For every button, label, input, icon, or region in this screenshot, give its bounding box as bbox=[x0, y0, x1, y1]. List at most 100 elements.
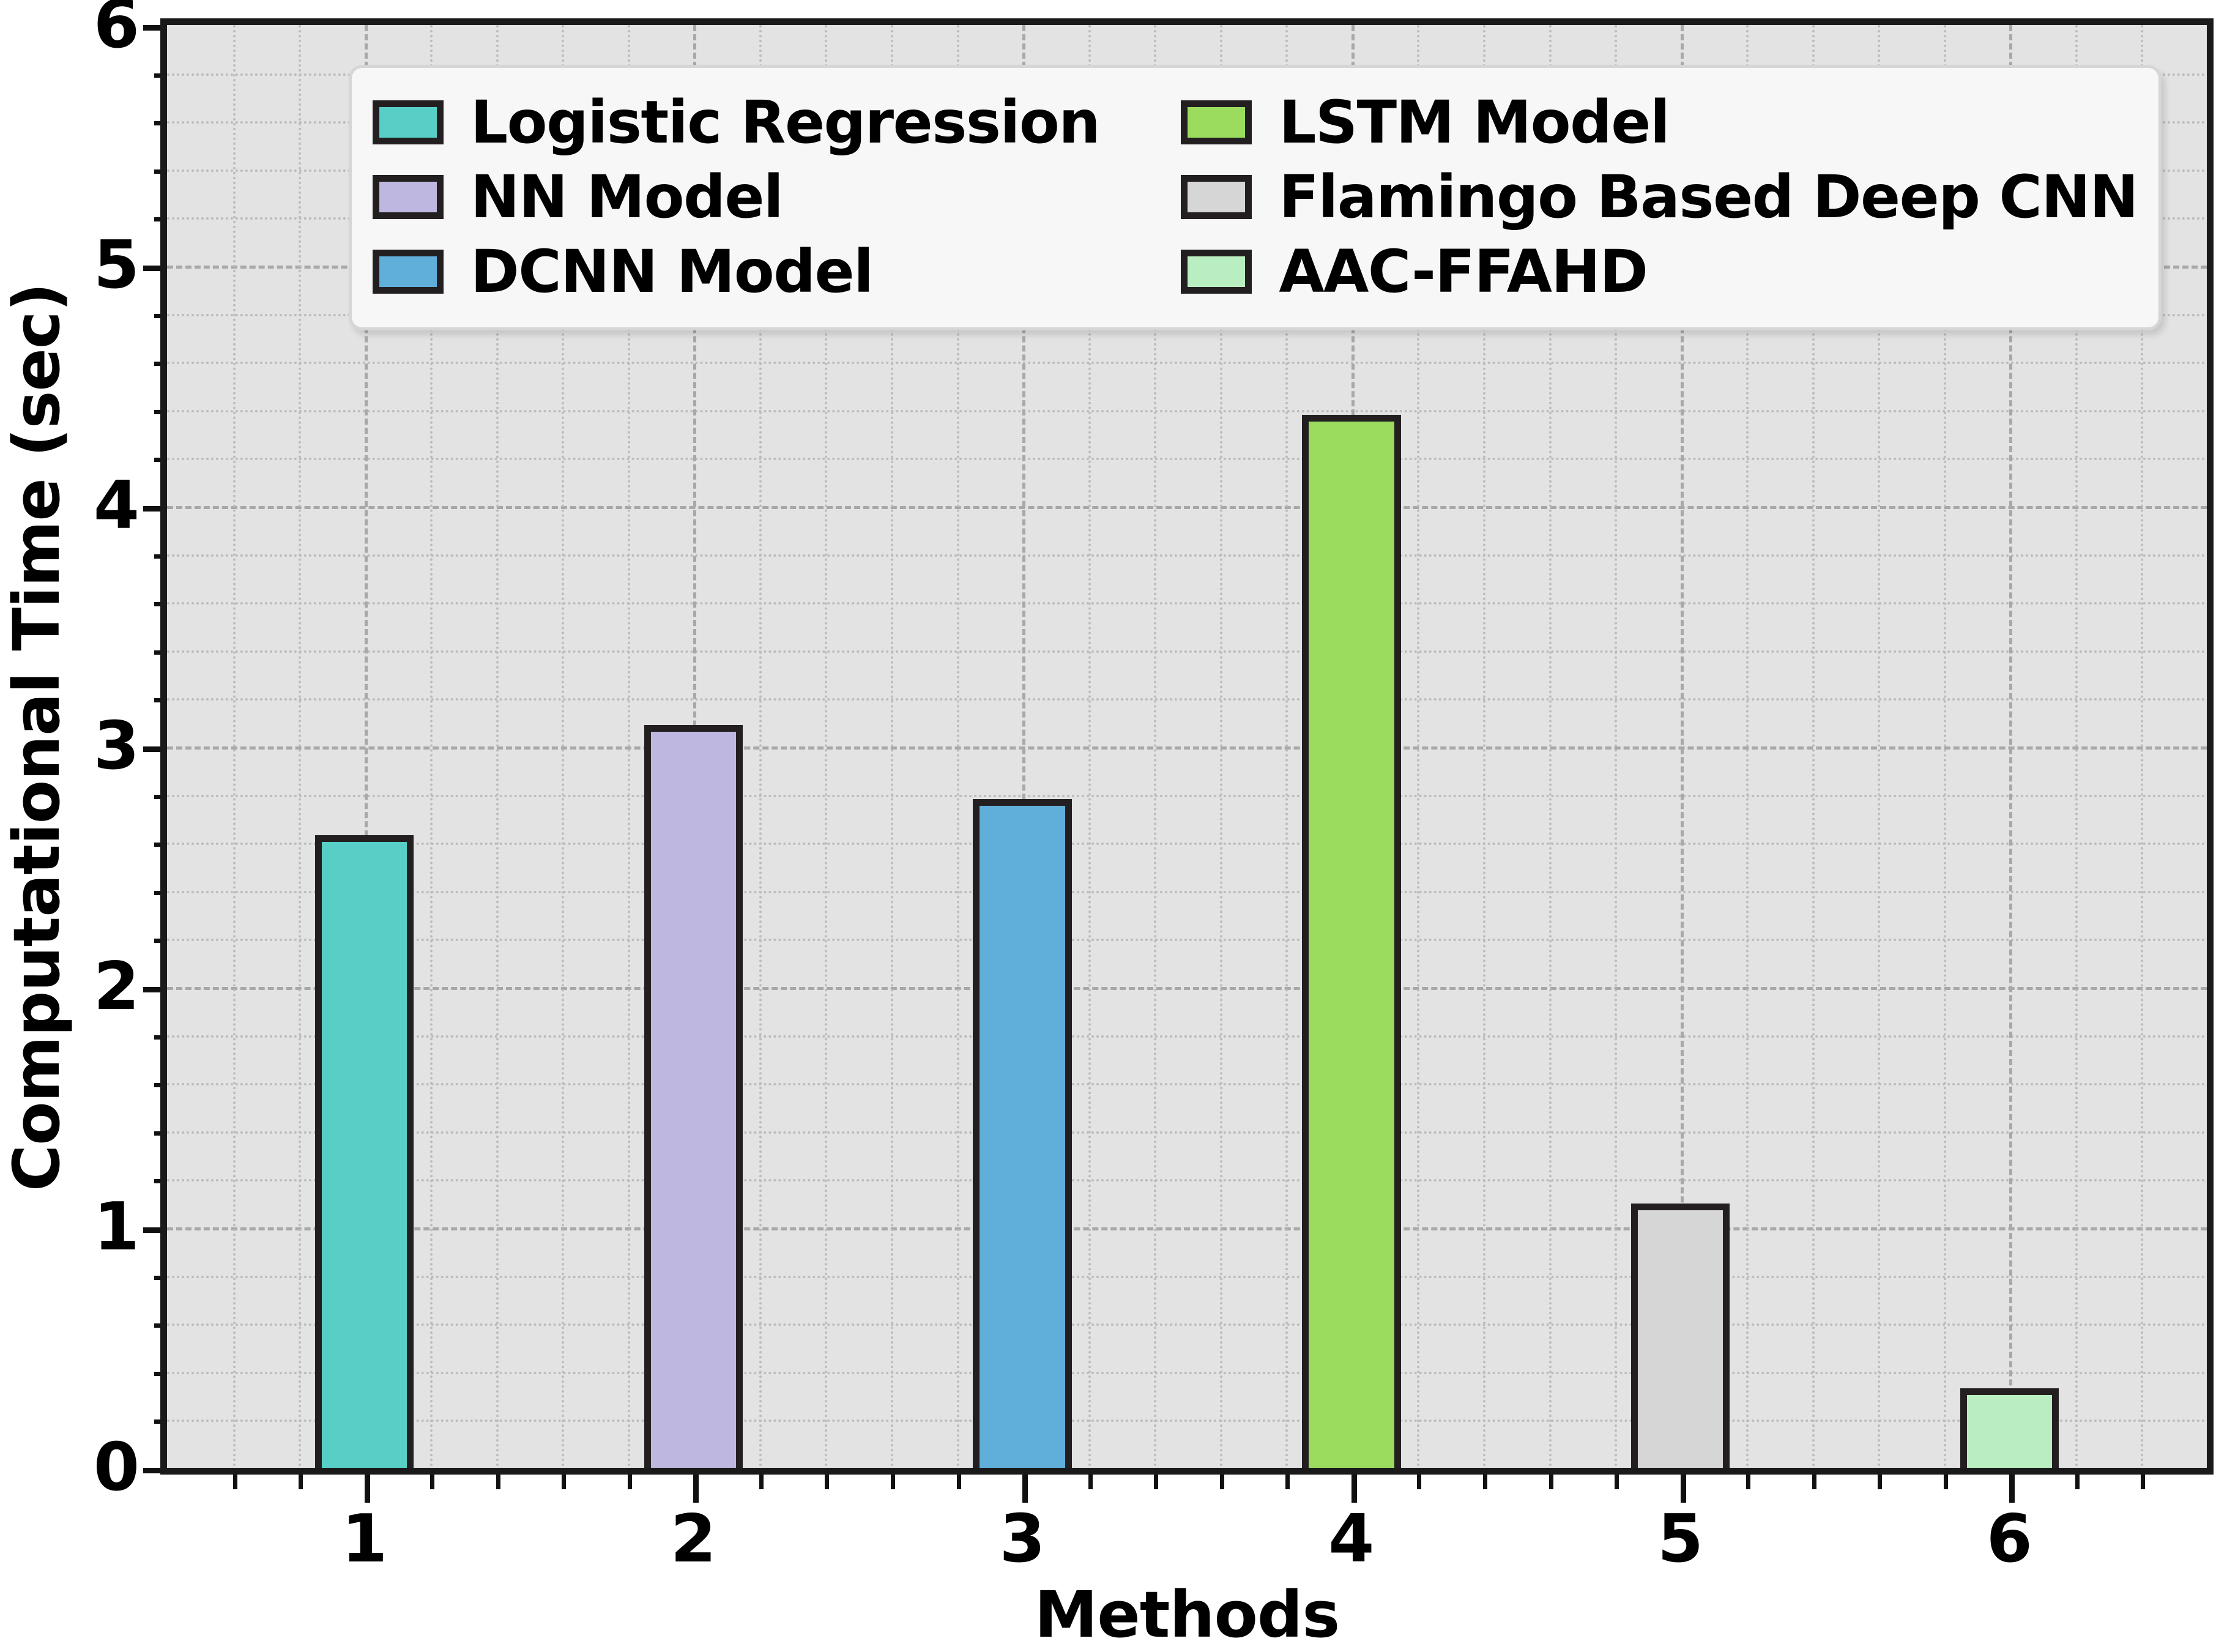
legend-item[interactable]: NN Model bbox=[373, 163, 1156, 231]
gridline-vertical-minor bbox=[232, 25, 236, 1468]
bar-2 bbox=[644, 724, 743, 1468]
x-tick-mark-minor bbox=[1285, 1475, 1290, 1489]
gridline-vertical-minor bbox=[891, 25, 894, 1468]
gridline-vertical-major bbox=[2009, 25, 2013, 1468]
x-tick-mark-minor bbox=[232, 1475, 237, 1489]
x-tick-mark-major bbox=[364, 1475, 370, 1503]
legend-swatch-icon bbox=[373, 250, 444, 294]
bar-3 bbox=[973, 799, 1072, 1468]
x-tick-label: 2 bbox=[670, 1501, 716, 1577]
gridline-vertical-minor bbox=[1154, 25, 1157, 1468]
gridline-vertical-minor bbox=[1943, 25, 1946, 1468]
y-tick-label: 5 bbox=[93, 227, 139, 303]
legend-swatch-icon bbox=[1181, 100, 1252, 144]
y-tick-label: 3 bbox=[93, 708, 139, 784]
legend-item[interactable]: DCNN Model bbox=[373, 237, 1156, 306]
y-tick-mark-major bbox=[143, 987, 168, 992]
y-tick-label: 2 bbox=[93, 948, 139, 1025]
gridline-horizontal-minor bbox=[167, 1035, 2207, 1038]
x-tick-label: 1 bbox=[341, 1501, 388, 1577]
bar-5 bbox=[1630, 1203, 1730, 1468]
y-tick-mark-major bbox=[143, 266, 168, 271]
gridline-horizontal-minor bbox=[167, 458, 2207, 461]
gridline-horizontal-minor bbox=[167, 1371, 2207, 1374]
gridline-vertical-minor bbox=[496, 25, 499, 1468]
x-tick-mark-minor bbox=[1219, 1475, 1224, 1489]
gridline-horizontal-minor bbox=[167, 890, 2207, 893]
gridline-horizontal-major bbox=[167, 746, 2207, 750]
gridline-vertical-minor bbox=[299, 25, 302, 1468]
legend-item[interactable]: Flamingo Based Deep CNN bbox=[1181, 163, 2138, 231]
gridline-vertical-minor bbox=[1088, 25, 1091, 1468]
y-axis-title: Computational Time (sec) bbox=[0, 283, 74, 1192]
gridline-vertical-minor bbox=[1812, 25, 1815, 1468]
gridline-horizontal-minor bbox=[167, 939, 2207, 942]
x-tick-mark-major bbox=[693, 1475, 699, 1503]
x-tick-mark-minor bbox=[2075, 1475, 2080, 1489]
x-axis-tick-marks bbox=[160, 1475, 2214, 1503]
gridline-vertical-minor bbox=[562, 25, 565, 1468]
x-tick-mark-minor bbox=[1482, 1475, 1487, 1489]
gridline-horizontal-minor bbox=[167, 602, 2207, 605]
y-tick-mark-major bbox=[143, 1468, 168, 1473]
gridline-vertical-minor bbox=[2075, 25, 2078, 1468]
x-tick-mark-minor bbox=[1943, 1475, 1948, 1489]
legend-item[interactable]: Logistic Regression bbox=[373, 88, 1156, 157]
x-tick-mark-minor bbox=[1615, 1475, 1619, 1489]
x-tick-mark-minor bbox=[825, 1475, 830, 1489]
x-tick-mark-major bbox=[1351, 1475, 1357, 1503]
x-tick-mark-major bbox=[2009, 1475, 2015, 1503]
y-tick-label: 6 bbox=[93, 0, 139, 63]
x-tick-mark-minor bbox=[1548, 1475, 1553, 1489]
chart-legend: Logistic Regression LSTM Model NN Model Fla… bbox=[349, 65, 2162, 330]
gridline-vertical-minor bbox=[1417, 25, 1420, 1468]
gridline-vertical-minor bbox=[1482, 25, 1485, 1468]
legend-label: Logistic Regression bbox=[470, 88, 1101, 157]
x-axis-title: Methods bbox=[1034, 1577, 1340, 1652]
x-tick-label: 6 bbox=[1986, 1501, 2032, 1577]
gridline-horizontal-minor bbox=[167, 1131, 2207, 1134]
x-tick-mark-minor bbox=[1154, 1475, 1159, 1489]
legend-swatch-icon bbox=[373, 175, 444, 219]
x-tick-label: 5 bbox=[1657, 1501, 1704, 1577]
gridline-horizontal-major bbox=[167, 987, 2207, 990]
gridline-horizontal-minor bbox=[167, 1179, 2207, 1182]
x-tick-mark-minor bbox=[1746, 1475, 1751, 1489]
gridline-vertical-minor bbox=[1548, 25, 1552, 1468]
legend-item[interactable]: AAC-FFAHD bbox=[1181, 237, 2138, 306]
gridline-vertical-minor bbox=[1615, 25, 1618, 1468]
gridline-horizontal-minor bbox=[167, 650, 2207, 653]
gridline-vertical-minor bbox=[1285, 25, 1288, 1468]
gridline-horizontal-minor bbox=[167, 362, 2207, 365]
x-tick-mark-minor bbox=[891, 1475, 896, 1489]
x-tick-mark-minor bbox=[562, 1475, 567, 1489]
x-tick-mark-major bbox=[1022, 1475, 1028, 1503]
x-tick-mark-minor bbox=[759, 1475, 764, 1489]
legend-swatch-icon bbox=[373, 100, 444, 144]
gridline-vertical-minor bbox=[1746, 25, 1749, 1468]
x-tick-mark-minor bbox=[1088, 1475, 1093, 1489]
gridline-vertical-minor bbox=[627, 25, 630, 1468]
bar-1 bbox=[314, 835, 414, 1468]
y-tick-mark-major bbox=[143, 1227, 168, 1233]
gridline-vertical-minor bbox=[1219, 25, 1222, 1468]
gridline-vertical-major bbox=[1022, 25, 1026, 1468]
gridline-vertical-minor bbox=[956, 25, 959, 1468]
gridline-vertical-minor bbox=[759, 25, 762, 1468]
gridline-horizontal-minor bbox=[167, 1419, 2207, 1423]
x-tick-mark-minor bbox=[299, 1475, 303, 1489]
gridline-vertical-major bbox=[364, 25, 368, 1468]
x-tick-mark-minor bbox=[496, 1475, 500, 1489]
legend-swatch-icon bbox=[1181, 175, 1252, 219]
gridline-horizontal-minor bbox=[167, 843, 2207, 846]
gridline-horizontal-minor bbox=[167, 554, 2207, 557]
legend-item[interactable]: LSTM Model bbox=[1181, 88, 2138, 157]
gridline-horizontal-major bbox=[167, 1227, 2207, 1230]
gridline-horizontal-minor bbox=[167, 1323, 2207, 1326]
y-tick-mark-major bbox=[143, 25, 168, 31]
gridline-vertical-minor bbox=[430, 25, 433, 1468]
y-tick-mark-major bbox=[143, 746, 168, 752]
